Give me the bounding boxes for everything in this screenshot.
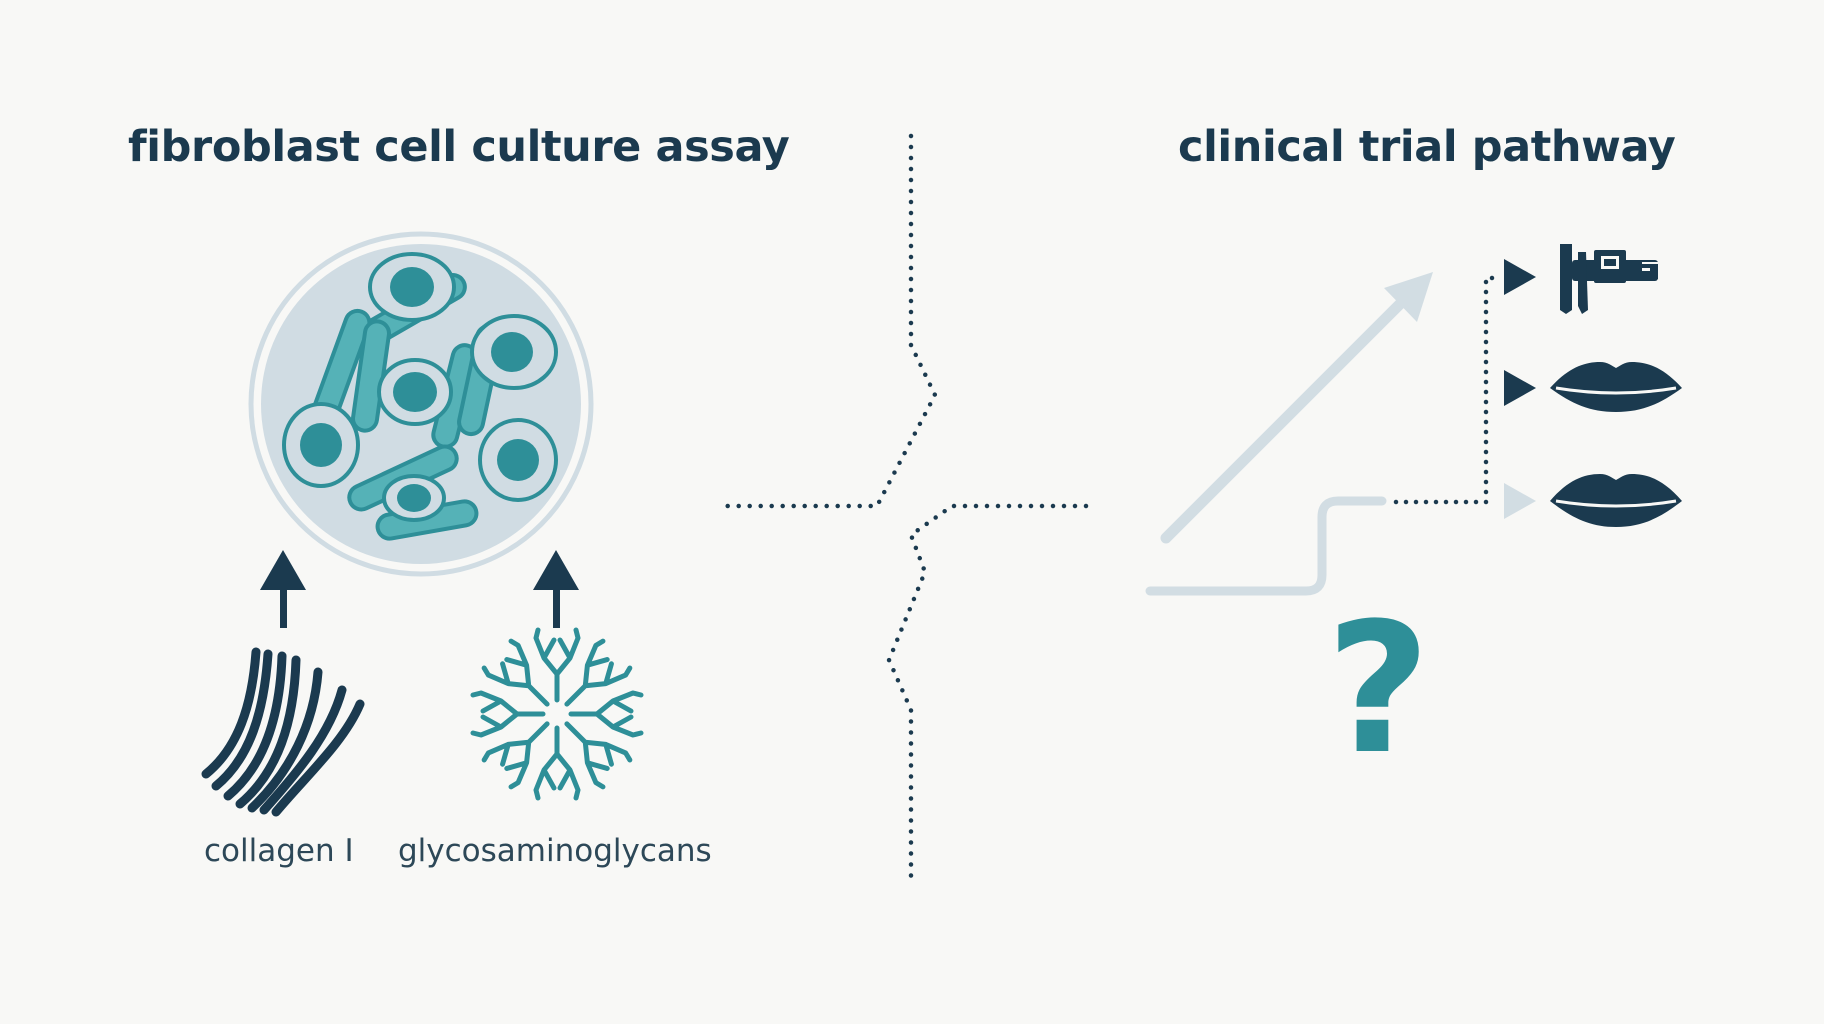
outcome-arrow-1 [1504, 259, 1536, 295]
title-clinical-pathway: clinical trial pathway [1178, 122, 1676, 172]
lips-icon [1550, 474, 1682, 527]
pathway-trend-arrow [1160, 272, 1433, 544]
outcome-arrow-2 [1504, 370, 1536, 406]
label-collagen: collagen I [204, 833, 354, 869]
outcome-arrow-3 [1504, 483, 1536, 519]
dotted-divider [723, 133, 1089, 883]
question-mark: ? [1326, 585, 1431, 794]
caliper-icon [1560, 244, 1658, 314]
petri-dish-cells-icon [248, 231, 594, 577]
collagen-fiber-icon [201, 647, 365, 817]
pathway-dotted-branch [1393, 275, 1497, 505]
arrow-up-gag [533, 550, 579, 628]
arrow-up-collagen [260, 550, 306, 628]
glycosaminoglycan-branch-icon [470, 627, 644, 801]
pathway-step-line [1145, 496, 1387, 596]
title-fibroblast-assay: fibroblast cell culture assay [128, 122, 790, 172]
lips-icon [1550, 362, 1682, 412]
label-glycosaminoglycans: glycosaminoglycans [398, 833, 712, 869]
